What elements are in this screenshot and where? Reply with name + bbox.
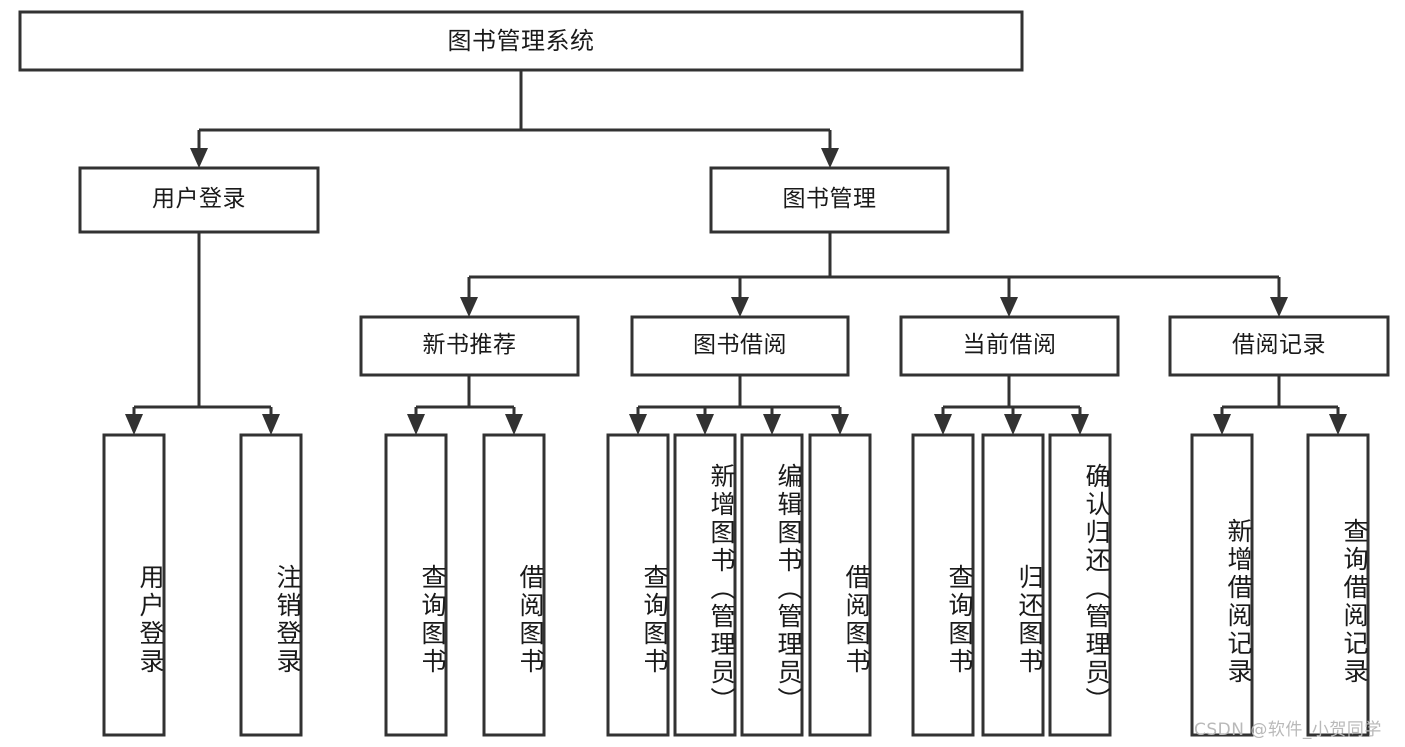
leaf-rect-query-book-3[interactable] [911,433,975,737]
arrow-head-leaf-query-book-2 [629,414,647,435]
arrow-head-leaf-query-book-1 [407,414,425,435]
leaf-rect-borrow-book-2[interactable] [808,433,872,737]
arrow-head-to-borrowrecord [1270,297,1288,317]
connector-group-root-to-level2 [190,70,839,168]
arrow-head-leaf-return-book [1004,414,1022,435]
node-current-borrow-rect[interactable] [899,315,1120,377]
arrow-head-to-login [190,148,208,168]
arrow-head-to-bookmgmt [821,148,839,168]
leaf-rect-query-record[interactable] [1306,433,1370,737]
arrow-head-leaf-user-login [125,414,143,435]
leaf-rect-edit-book[interactable] [740,433,804,737]
node-new-book-recommend-rect[interactable] [359,315,580,377]
node-book-borrow-rect[interactable] [630,315,850,377]
connector-group-borrowrecord-to-leaves [1213,375,1347,435]
node-user-login-rect[interactable] [78,166,320,234]
leaf-rect-add-book[interactable] [673,433,737,737]
leaf-rect-query-book-1[interactable] [384,433,448,737]
arrow-head-leaf-query-book-3 [934,414,952,435]
leaf-rect-query-book-2[interactable] [606,433,670,737]
arrow-head-leaf-query-record [1329,414,1347,435]
connector-group-login-to-leaves [125,232,280,435]
arrow-head-to-bookborrow [731,297,749,317]
arrow-head-leaf-borrow-book-1 [505,414,523,435]
arrow-head-to-newbook [460,297,478,317]
leaf-rect-borrow-book-1[interactable] [482,433,546,737]
connector-group-bookborrow-to-leaves [629,375,849,435]
node-borrow-record-rect[interactable] [1168,315,1390,377]
leaf-rect-confirm-return[interactable] [1048,433,1112,737]
arrow-head-leaf-logout [262,414,280,435]
node-book-management-rect[interactable] [709,166,950,234]
arrow-head-leaf-edit-book [763,414,781,435]
leaf-rect-return-book[interactable] [981,433,1045,737]
arrow-head-leaf-confirm-return [1071,414,1089,435]
arrow-head-to-currentborrow [1000,297,1018,317]
node-root-rect[interactable] [18,10,1024,72]
connector-group-newbook-to-leaves [407,375,523,435]
leaf-rect-add-record[interactable] [1190,433,1254,737]
leaf-rect-logout[interactable] [239,433,303,737]
arrow-head-leaf-borrow-book-2 [831,414,849,435]
leaf-rect-user-login[interactable] [102,433,166,737]
arrow-head-leaf-add-record [1213,414,1231,435]
connector-group-level2-to-level3 [460,232,1288,317]
connector-group-currentborrow-to-leaves [934,375,1089,435]
arrow-head-leaf-add-book [696,414,714,435]
